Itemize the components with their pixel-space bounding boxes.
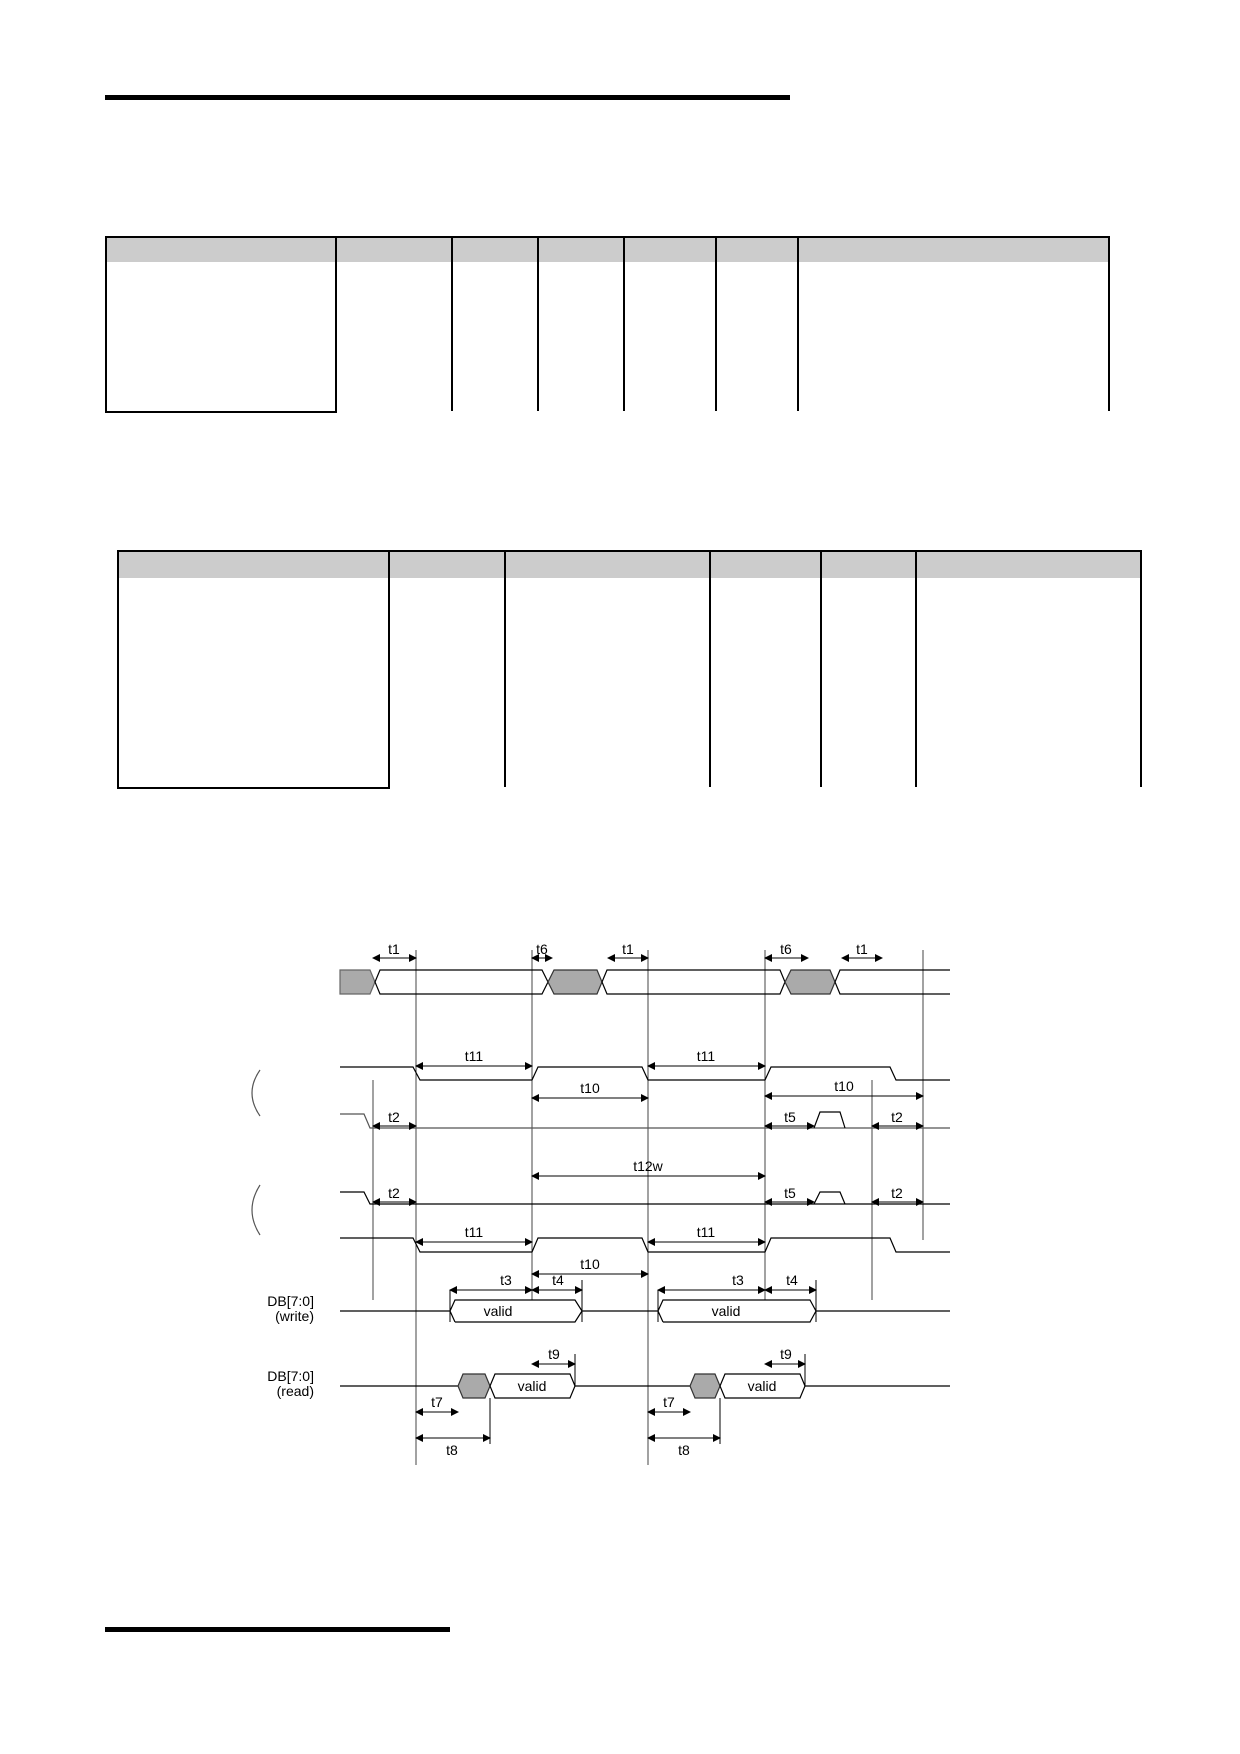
table-1-col-divider <box>797 238 799 411</box>
table-1-first-cell <box>105 238 337 413</box>
label-valid-write: valid <box>484 1303 513 1319</box>
signal-row-4 <box>340 1191 950 1205</box>
label-valid-read: valid <box>748 1378 777 1394</box>
table-2 <box>117 550 1142 789</box>
label-t11: t11 <box>465 1224 484 1240</box>
table-2-col-divider <box>820 552 822 787</box>
label-t10: t10 <box>580 1256 600 1272</box>
timing-arrows <box>372 954 924 1444</box>
db-write-row <box>340 1299 950 1323</box>
table-2-col-divider <box>915 552 917 787</box>
table-1-col-divider <box>715 238 717 411</box>
table-2-col-divider <box>709 552 711 787</box>
label-t5: t5 <box>784 1109 796 1125</box>
label-t6: t6 <box>536 941 548 957</box>
header-rule <box>105 95 790 100</box>
table-2-col-divider <box>504 552 506 787</box>
table-1-col-divider <box>623 238 625 411</box>
table-2-col-divider <box>1140 552 1142 787</box>
table-2-first-cell <box>117 552 390 789</box>
label-t7: t7 <box>663 1394 675 1410</box>
label-t2: t2 <box>388 1185 400 1201</box>
signal-row-3 <box>340 1111 950 1129</box>
timing-diagram: t1 t6 t1 t6 t1 t11 t11 t10 t10 t2 t5 t2 … <box>251 941 950 1465</box>
label-t11: t11 <box>697 1048 716 1064</box>
table-1 <box>105 236 1110 413</box>
label-t1: t1 <box>388 941 400 957</box>
label-t12w: t12w <box>633 1158 663 1174</box>
label-t11: t11 <box>465 1048 484 1064</box>
label-t10: t10 <box>580 1080 600 1096</box>
signal-db-read: DB[7:0] <box>267 1368 314 1384</box>
address-bus-row <box>339 969 950 995</box>
label-t6: t6 <box>780 941 792 957</box>
label-t5: t5 <box>784 1185 796 1201</box>
table-1-col-divider <box>1108 238 1110 411</box>
label-t4: t4 <box>552 1272 564 1288</box>
label-t2: t2 <box>891 1185 903 1201</box>
signal-db-write-sub: (write) <box>275 1308 314 1324</box>
footer-rule <box>105 1627 450 1632</box>
label-t10: t10 <box>834 1078 854 1094</box>
signal-row-5 <box>340 1237 950 1253</box>
table-2-header <box>119 552 1140 578</box>
label-t4: t4 <box>786 1272 798 1288</box>
label-t9: t9 <box>548 1346 560 1362</box>
label-t3: t3 <box>500 1272 512 1288</box>
label-t9: t9 <box>780 1346 792 1362</box>
label-valid-write: valid <box>712 1303 741 1319</box>
label-t7: t7 <box>431 1394 443 1410</box>
label-valid-read: valid <box>518 1378 547 1394</box>
reference-lines <box>372 950 924 1465</box>
label-t11: t11 <box>697 1224 716 1240</box>
label-t1: t1 <box>622 941 634 957</box>
signal-row-2 <box>340 1066 950 1081</box>
label-t8: t8 <box>446 1442 458 1458</box>
signal-db-write: DB[7:0] <box>267 1293 314 1309</box>
label-t3: t3 <box>732 1272 744 1288</box>
label-t2: t2 <box>891 1109 903 1125</box>
table-1-col-divider <box>537 238 539 411</box>
label-t1: t1 <box>856 941 868 957</box>
label-t8: t8 <box>678 1442 690 1458</box>
table-1-col-divider <box>451 238 453 411</box>
signal-db-read-sub: (read) <box>277 1383 314 1399</box>
label-t2: t2 <box>388 1109 400 1125</box>
table-1-header <box>107 238 1108 262</box>
